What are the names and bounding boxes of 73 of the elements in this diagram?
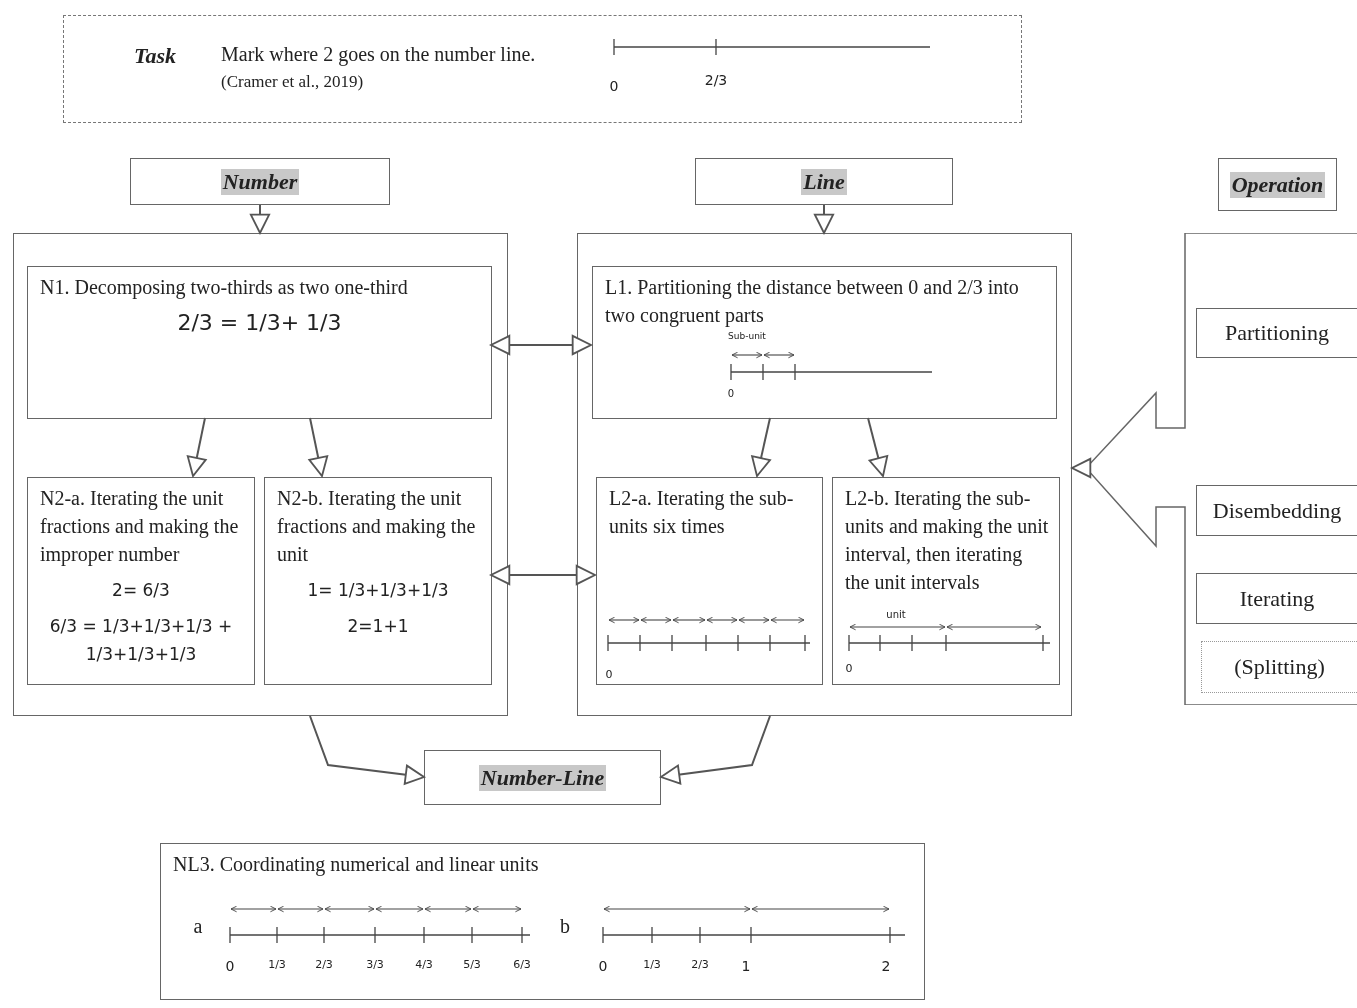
- span-label: unit: [886, 609, 906, 620]
- step-box: [160, 843, 925, 1000]
- operation-label: (Splitting): [1234, 653, 1325, 681]
- header-box: [424, 750, 661, 805]
- header-title: Line: [801, 168, 847, 195]
- step-text: L1. Partitioning the distance between 0 and 2/3 into two congruent parts: [604, 275, 1020, 329]
- header-title: Number: [220, 168, 300, 195]
- line-letter: a: [193, 915, 203, 938]
- tick-label: 5/3: [463, 958, 481, 971]
- equation-text: 2=1+1: [346, 615, 410, 638]
- arrow: [490, 564, 596, 586]
- group-box: [577, 233, 1072, 716]
- tick-label: 0: [225, 958, 235, 974]
- arrow: [309, 715, 425, 785]
- step-text: N1. Decomposing two-thirds as two one-third: [39, 275, 409, 301]
- step-box: [27, 477, 255, 685]
- arrow: [813, 204, 835, 234]
- equation-text: 2/3 = 1/3+ 1/3: [176, 309, 343, 337]
- step-box: [596, 477, 823, 685]
- operation-box: [1196, 308, 1357, 358]
- step-box: [592, 266, 1057, 419]
- operation-label: Disembedding: [1212, 496, 1342, 525]
- citation-text: (Cramer et al., 2019): [221, 71, 364, 93]
- arrow: [249, 204, 271, 234]
- step-box: [832, 477, 1060, 685]
- arrow: [308, 417, 329, 477]
- tick-label: 6/3: [513, 958, 531, 971]
- equation-text: 6/3 = 1/3+1/3+1/3 + 1/3+1/3+1/3: [48, 615, 234, 666]
- tick-label: 0: [598, 958, 608, 974]
- tick-label: 0: [845, 662, 853, 675]
- header-box: [130, 158, 390, 205]
- step-text: NL3. Coordinating numerical and linear units: [172, 852, 540, 878]
- arrow: [1071, 457, 1092, 479]
- group-box: [13, 233, 508, 716]
- span-label: Sub-unit: [728, 331, 766, 341]
- tick-label: 0: [609, 78, 619, 94]
- tick-label: 1: [741, 958, 751, 974]
- task-text: Mark where 2 goes on the number line.: [221, 42, 536, 68]
- operation-box: [1201, 641, 1357, 693]
- tick-label: 0: [727, 388, 735, 399]
- step-box: [27, 266, 492, 419]
- equation-text: 2= 6/3: [111, 579, 171, 602]
- arrow: [660, 715, 771, 785]
- equation-text: 1= 1/3+1/3+1/3: [306, 579, 450, 602]
- header-title: Number-Line: [478, 764, 607, 791]
- operation-label: Iterating: [1239, 584, 1315, 613]
- step-text: N2-a. Iterating the unit fractions and making the improper number: [39, 486, 240, 568]
- arrow: [867, 417, 889, 477]
- operation-box: [1196, 573, 1357, 624]
- step-text: N2-b. Iterating the unit fractions and making the unit: [276, 486, 477, 567]
- tick-label: 4/3: [415, 958, 433, 971]
- tick-label: 0: [605, 668, 613, 681]
- arrow: [751, 417, 771, 477]
- operation-box: [1196, 485, 1357, 536]
- tick-label: 1/3: [268, 958, 286, 971]
- tick-label: 2/3: [704, 72, 728, 88]
- tick-label: 3/3: [366, 958, 384, 971]
- operation-label: Partitioning: [1225, 319, 1329, 347]
- tick-label: 2: [881, 958, 891, 974]
- header-box: [1218, 158, 1337, 211]
- step-text: L2-a. Iterating the sub-units six times: [608, 486, 795, 539]
- task-title: Task: [134, 42, 176, 70]
- step-box: [264, 477, 492, 685]
- step-text: L2-b. Iterating the sub-units and making the unit interval, then iterating the unit intervals: [844, 486, 1050, 595]
- tick-label: 2/3: [315, 958, 333, 971]
- arrow: [186, 417, 207, 477]
- arrow: [490, 334, 592, 356]
- header-box: [695, 158, 953, 205]
- header-title: Operation: [1229, 171, 1326, 198]
- task-box: [63, 15, 1022, 123]
- tick-label: 1/3: [643, 958, 661, 971]
- line-letter: b: [560, 915, 570, 938]
- tick-label: 2/3: [691, 958, 709, 971]
